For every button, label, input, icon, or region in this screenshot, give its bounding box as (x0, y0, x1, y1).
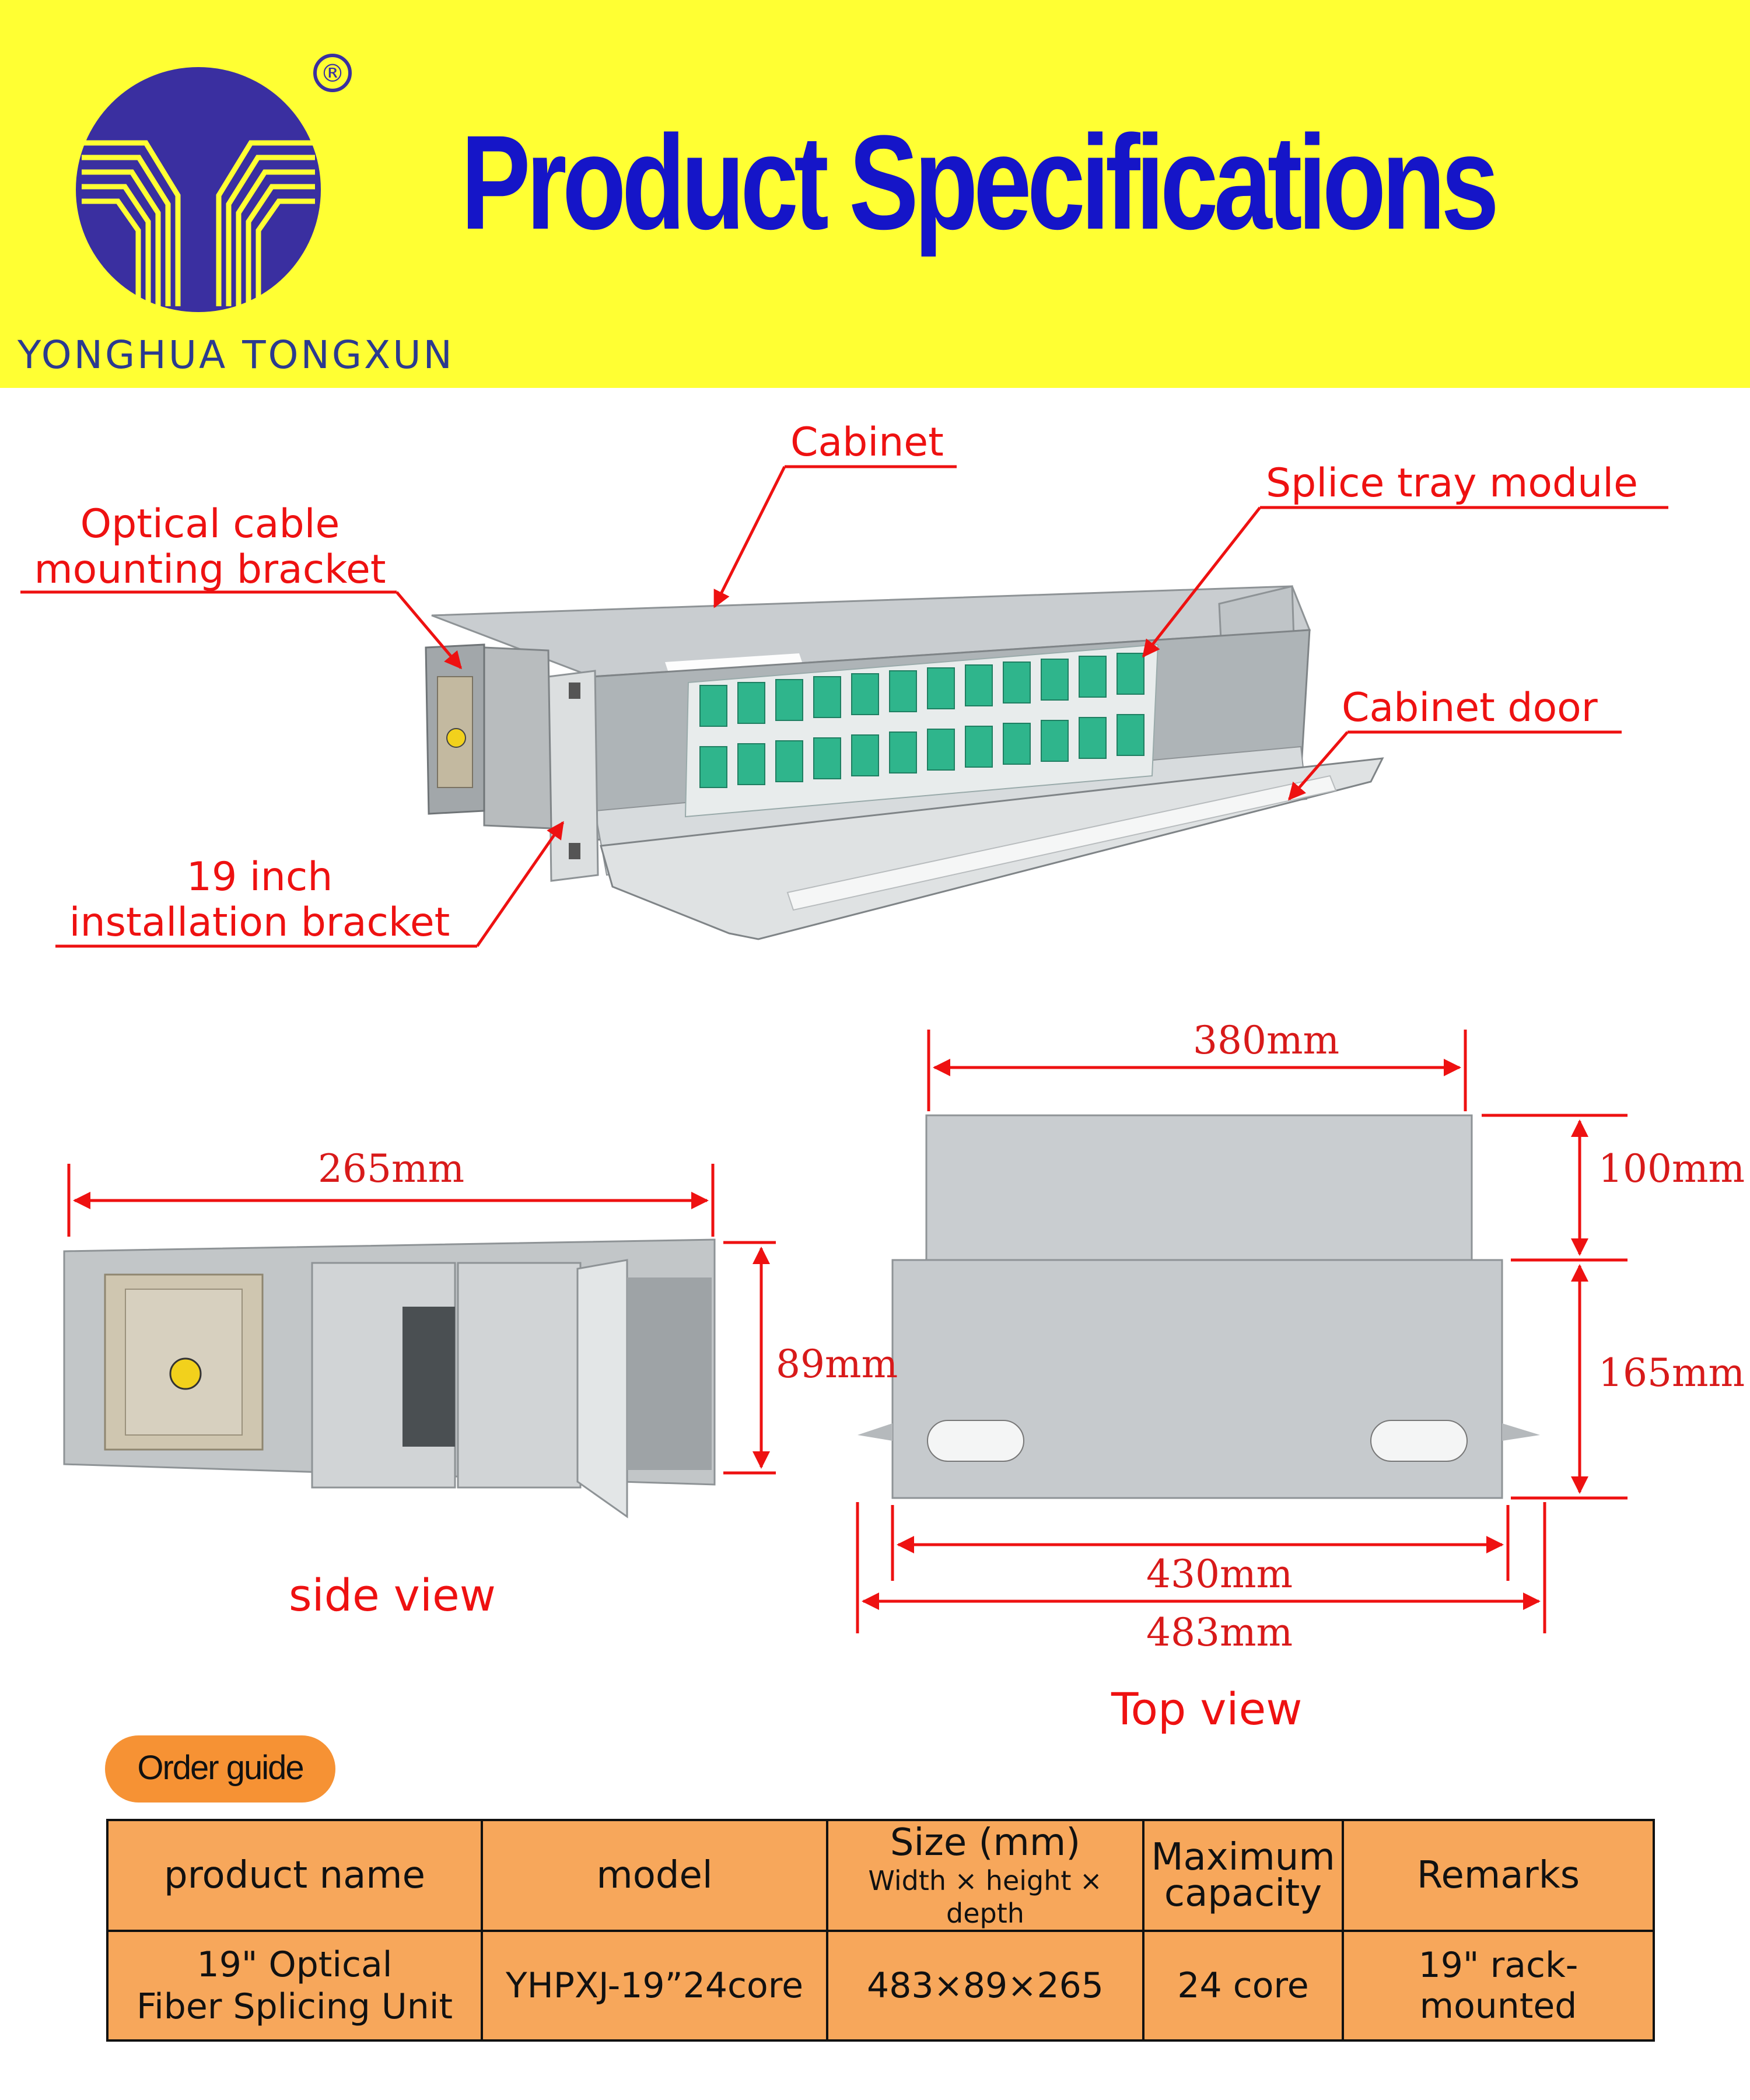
order-guide-badge: Order guide (105, 1735, 335, 1803)
top-view-drawing (858, 1114, 1540, 1499)
label-splice-tray-module: Splice tray module (1266, 460, 1638, 506)
label-cabinet: Cabinet (790, 419, 944, 466)
cell-model: YHPXJ-19”24core (481, 1930, 828, 2042)
fiber-adapter (1116, 653, 1144, 695)
header-capacity: Maximum capacity (1142, 1819, 1344, 1932)
table-row: 19" Optical Fiber Splicing Unit YHPXJ-19… (106, 1930, 1655, 2042)
top-view-label: Top view (1111, 1683, 1303, 1735)
fiber-adapter (699, 685, 727, 727)
dimension-lines (67, 1030, 1628, 1633)
header-remarks: Remarks (1342, 1819, 1655, 1932)
fiber-adapter (1041, 659, 1069, 701)
label-cabinet-door: Cabinet door (1342, 685, 1598, 731)
label-optical-cable-bracket-line2: mounting bracket (34, 547, 386, 593)
fiber-adapter (813, 737, 841, 779)
fiber-adapter (1116, 714, 1144, 756)
fiber-adapter (737, 682, 765, 724)
header-capacity-line2: capacity (1164, 1872, 1322, 1915)
order-guide-table: product name model Size (mm) Width × hei… (106, 1819, 1655, 2042)
header-banner: ® YONGHUA TONGXUN Product Specifications (0, 0, 1750, 388)
dim-top-width-483: 483mm (1146, 1610, 1293, 1655)
header-size-main: Size (mm) (890, 1821, 1081, 1864)
order-guide-label: Order guide (137, 1749, 304, 1787)
fiber-adapter (737, 743, 765, 785)
side-view-drawing (63, 1238, 716, 1518)
callout-leaders (20, 465, 1668, 948)
dim-side-depth: 265mm (318, 1146, 465, 1191)
fiber-adapter (927, 667, 955, 709)
dim-top-width-380: 380mm (1193, 1018, 1340, 1063)
cell-capacity: 24 core (1142, 1930, 1344, 2042)
fiber-adapter (1003, 662, 1031, 704)
fiber-adapter (1041, 720, 1069, 762)
fiber-adapter (813, 676, 841, 718)
fiber-adapter (775, 679, 803, 721)
fiber-adapter (965, 664, 993, 706)
product-photo (425, 585, 1384, 940)
company-logo: ® (76, 54, 352, 312)
header-capacity-line1: Maximum (1151, 1836, 1335, 1879)
dim-side-height: 89mm (776, 1342, 898, 1387)
cell-product-name: 19" Optical Fiber Splicing Unit (106, 1930, 483, 2042)
header-model: model (481, 1819, 828, 1932)
fiber-adapter (1079, 656, 1107, 698)
fiber-adapter (1079, 717, 1107, 759)
header-product-name: product name (106, 1819, 483, 1932)
cell-remarks: 19" rack-mounted (1342, 1930, 1655, 2042)
dim-top-width-430: 430mm (1146, 1552, 1293, 1597)
fiber-adapter (775, 740, 803, 782)
fiber-adapter (889, 732, 917, 774)
fiber-adapter (889, 670, 917, 712)
cell-product-name-line1: 19" Optical (197, 1944, 393, 1985)
label-optical-cable-bracket: Optical cable mounting bracket (23, 502, 397, 593)
splice-tray-module (684, 643, 1159, 818)
label-installation-bracket: 19 inch installation bracket (55, 855, 464, 946)
brand-name: YONGHUA TONGXUN (18, 332, 454, 377)
fiber-adapter (927, 729, 955, 771)
page-title: Product Specifications (461, 107, 1499, 257)
table-header-row: product name model Size (mm) Width × hei… (106, 1819, 1655, 1932)
fiber-adapter (699, 746, 727, 788)
label-optical-cable-bracket-line1: Optical cable (80, 501, 340, 547)
dim-top-depth-100: 100mm (1598, 1146, 1745, 1191)
dim-top-depth-165: 165mm (1598, 1350, 1745, 1395)
registered-mark: ® (320, 59, 345, 88)
fiber-adapter (851, 734, 879, 776)
side-view-label: side view (289, 1569, 496, 1621)
label-installation-bracket-line1: 19 inch (186, 854, 333, 900)
fiber-adapter (965, 726, 993, 768)
header-size-sub: Width × height × depth (868, 1865, 1102, 1929)
cell-size: 483×89×265 (826, 1930, 1144, 2042)
cell-product-name-line2: Fiber Splicing Unit (136, 1986, 453, 2027)
header-size: Size (mm) Width × height × depth (826, 1819, 1144, 1932)
fiber-adapter (1003, 723, 1031, 765)
label-installation-bracket-line2: installation bracket (69, 900, 450, 946)
fiber-adapter (851, 673, 879, 715)
